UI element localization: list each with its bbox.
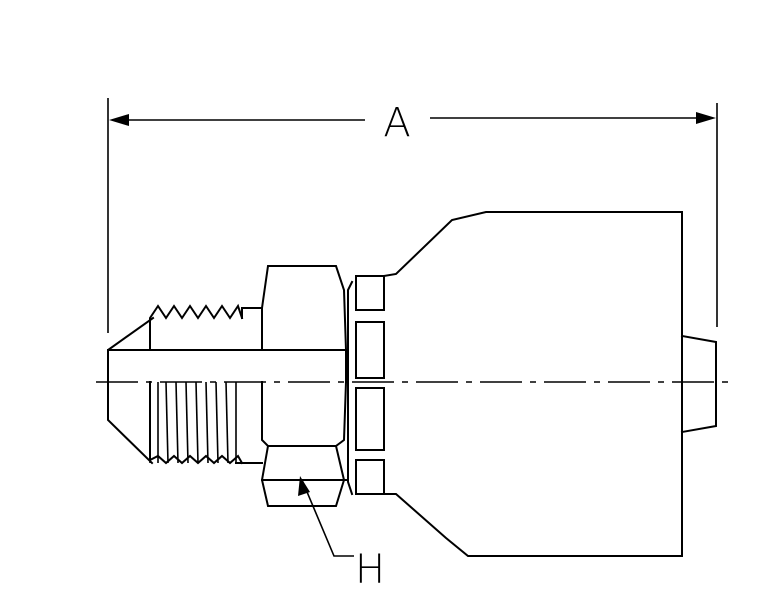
thread-profile-top xyxy=(149,303,244,351)
collar-segment-1 xyxy=(355,275,385,311)
dimension-label-a: A xyxy=(383,100,410,146)
shoulder-step xyxy=(241,307,263,351)
hex-bottom-face xyxy=(260,444,346,507)
ferrule-outline xyxy=(382,211,683,557)
callout-h: H xyxy=(298,476,385,593)
hose-stub xyxy=(680,334,717,434)
nose-cone xyxy=(107,316,155,465)
crimp-collar xyxy=(347,275,385,496)
collar-segment-3 xyxy=(355,387,385,451)
arrowhead-right xyxy=(696,112,716,124)
collar-segment-4 xyxy=(355,459,385,495)
hose-outline xyxy=(680,334,717,434)
hex-nut xyxy=(260,265,348,507)
hex-top-face xyxy=(261,265,347,383)
collar-segment-2 xyxy=(355,321,385,379)
arrowhead-left xyxy=(109,114,129,126)
male-threaded-end xyxy=(107,303,263,465)
ferrule xyxy=(382,211,683,557)
collar-left-edge xyxy=(347,280,354,496)
callout-label-h: H xyxy=(355,547,385,593)
callout-arrowhead xyxy=(298,476,310,496)
thread-lines xyxy=(149,381,237,464)
dimension-a: A xyxy=(107,98,718,333)
hex-lower-body xyxy=(261,380,348,447)
callout-leader xyxy=(301,479,354,557)
